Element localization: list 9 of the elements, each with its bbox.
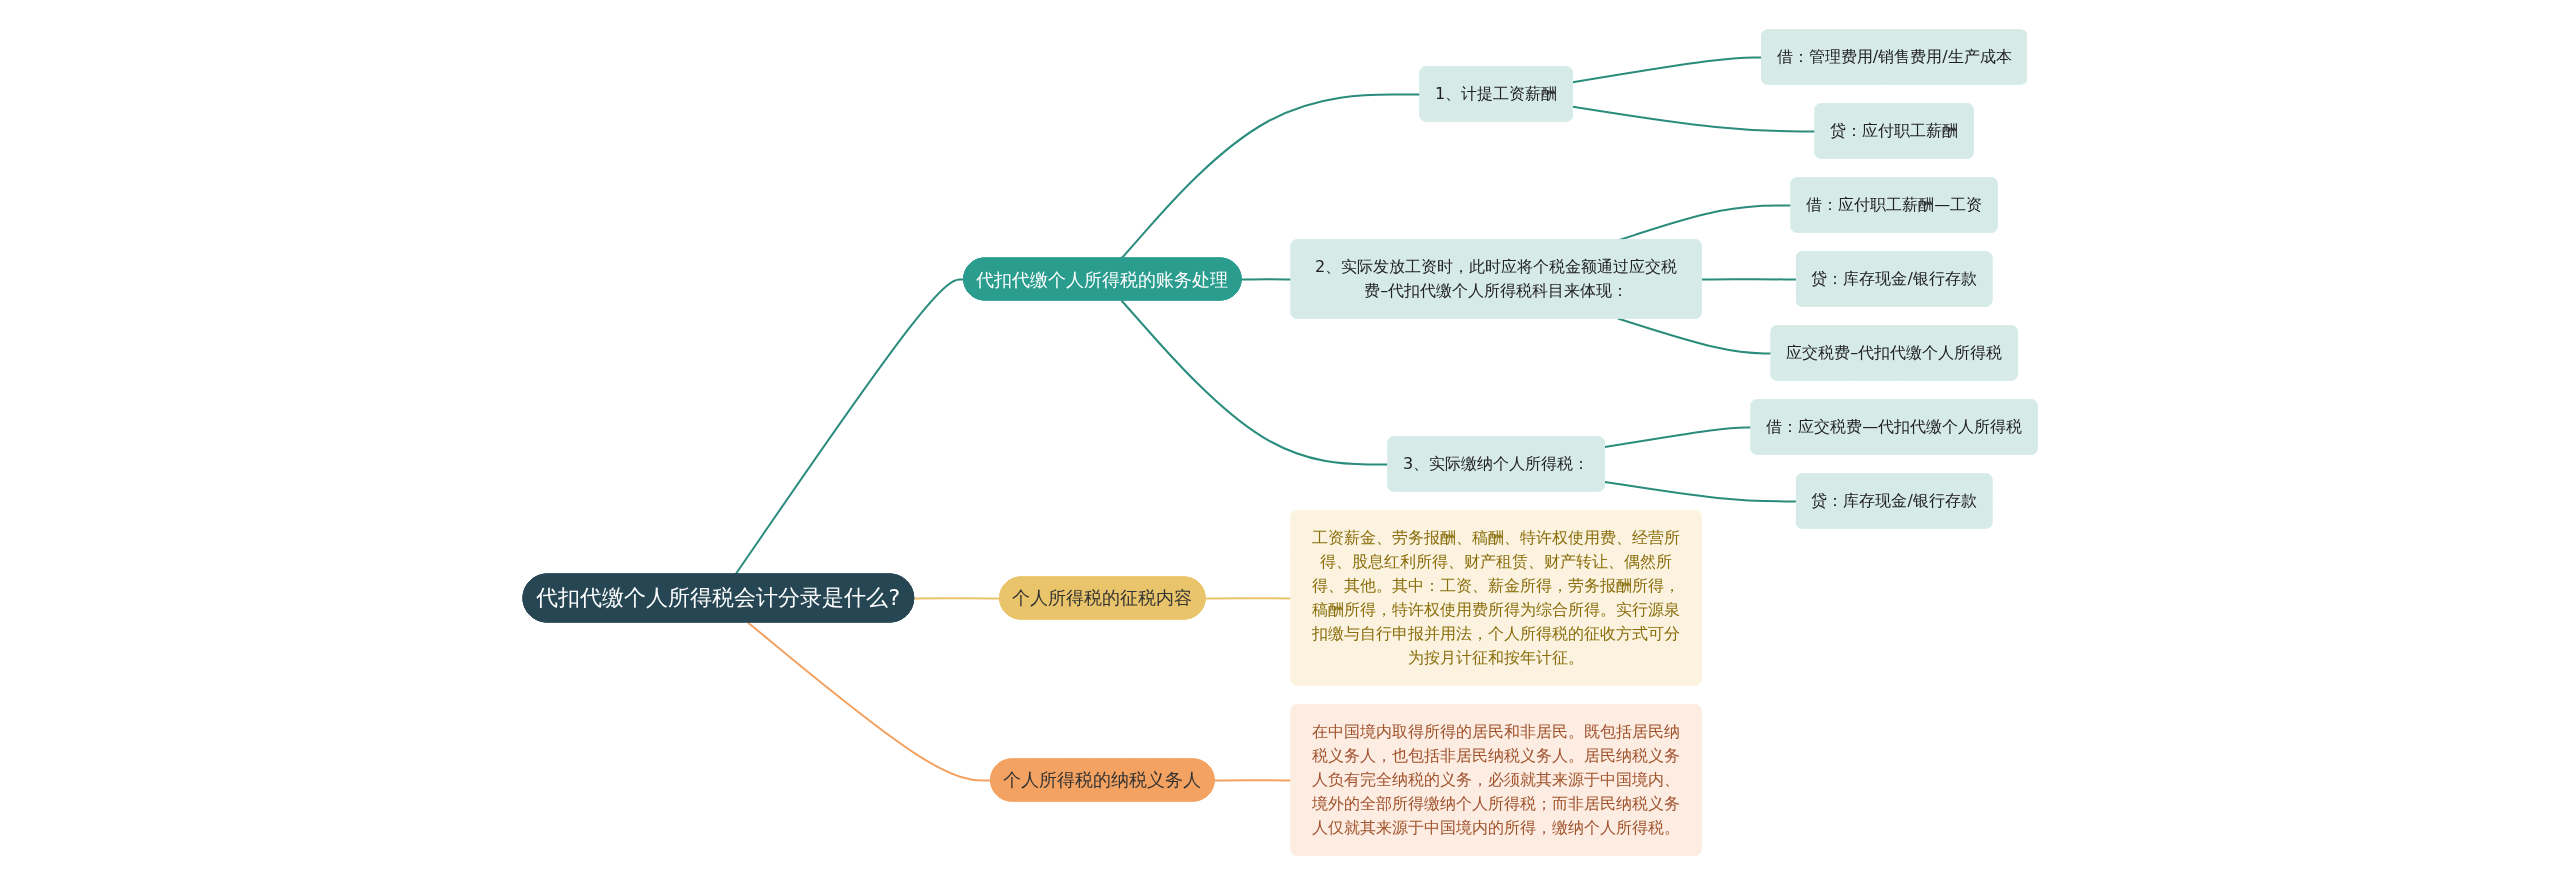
connector (1603, 480, 1798, 502)
connector (1571, 105, 1817, 132)
connector (734, 277, 966, 575)
connector (1700, 277, 1798, 280)
connector (1204, 596, 1293, 599)
connector (1616, 317, 1773, 354)
connector (1603, 425, 1753, 448)
connector (1213, 778, 1293, 781)
connector (1240, 277, 1293, 280)
